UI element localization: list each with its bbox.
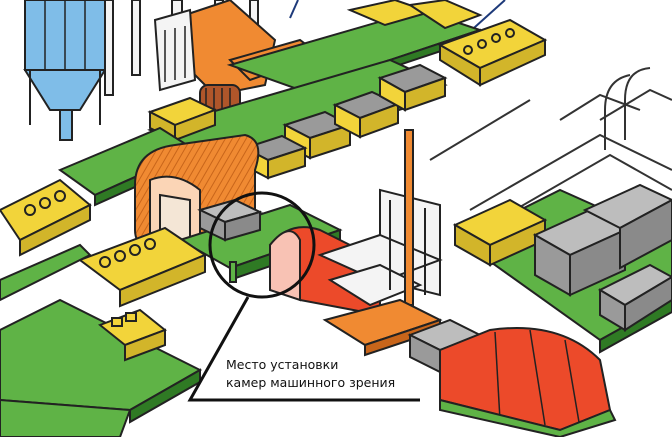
caption-line-1: Место установки [226, 357, 339, 372]
molds-top-row [346, 0, 548, 87]
floor-lines [429, 67, 672, 231]
kiln-car [407, 318, 617, 437]
camera-location-caption: Место установки камер машинного зрения [226, 356, 395, 392]
camera-location-marker [187, 191, 420, 402]
silo [23, 0, 107, 141]
finished-blocks [452, 183, 672, 332]
filled-molds-middle [147, 63, 448, 180]
gantry-frame [317, 129, 443, 307]
caption-line-2: камер машинного зрения [226, 375, 396, 390]
conveyor-left-lower [0, 226, 208, 308]
conveyor-bottom-left [0, 298, 203, 437]
